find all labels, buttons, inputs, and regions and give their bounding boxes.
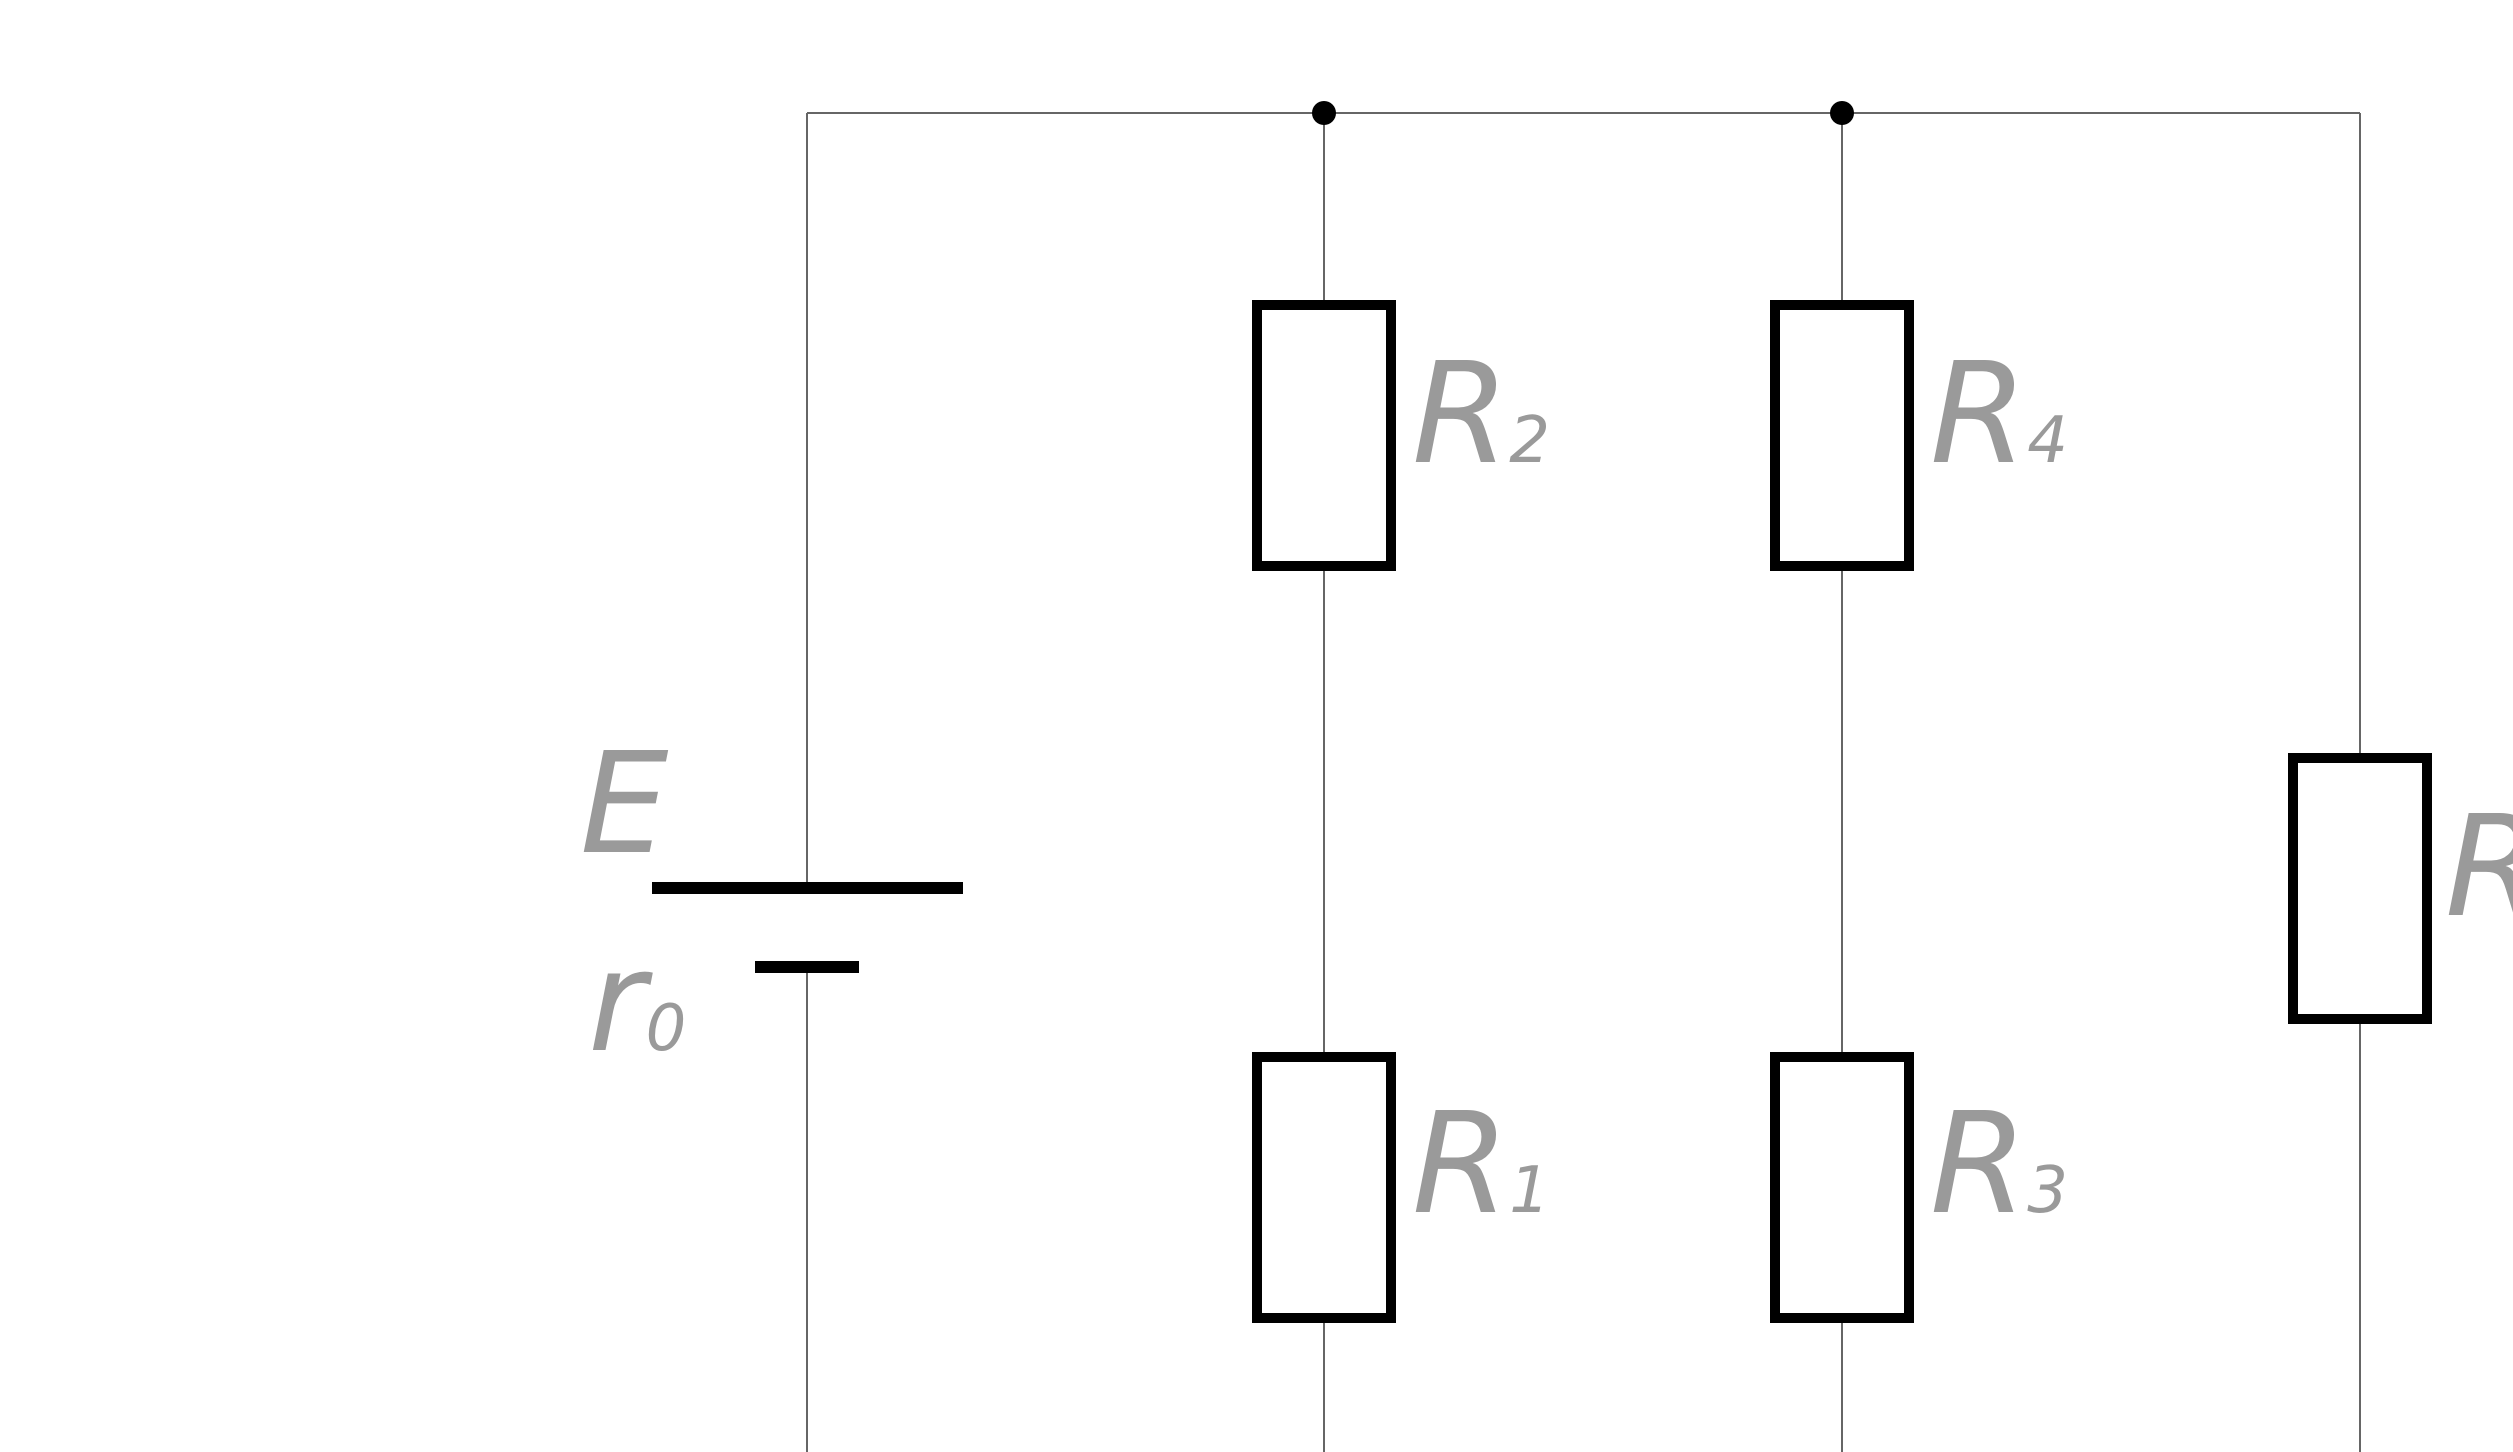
- resistor-r5-symbol: [2288, 753, 2432, 1024]
- resistor-r2-symbol: [1252, 300, 1396, 571]
- resistor-r5-letter: R: [2445, 786, 2513, 949]
- wires: [806, 112, 2361, 1452]
- internal-resistance-label: r0: [588, 921, 686, 1084]
- resistor-r4-symbol: [1770, 300, 1914, 571]
- resistor-r4-label: R4: [1930, 333, 2068, 496]
- junction-node-1: [1312, 101, 1336, 125]
- resistor-r3-letter: R: [1930, 1083, 2027, 1246]
- resistor-r4-letter: R: [1930, 333, 2027, 496]
- resistor-r2-label: R2: [1412, 333, 1550, 496]
- resistor-r1-symbol: [1252, 1052, 1396, 1323]
- internal-resistance-sub: 0: [646, 992, 687, 1066]
- resistor-r3-symbol: [1770, 1052, 1914, 1323]
- internal-resistance-letter: r: [588, 921, 653, 1084]
- junction-node-2: [1830, 101, 1854, 125]
- resistor-r1-label: R1: [1412, 1083, 1550, 1246]
- resistor-r4-sub: 4: [2027, 404, 2068, 478]
- resistor-r3-label: R3: [1930, 1083, 2068, 1246]
- resistor-r2-sub: 2: [1509, 404, 1550, 478]
- battery-source: [652, 882, 963, 973]
- emf-label: E: [580, 723, 669, 886]
- resistor-r1-letter: R: [1412, 1083, 1509, 1246]
- resistor-r2-letter: R: [1412, 333, 1509, 496]
- resistor-r3-sub: 3: [2027, 1154, 2068, 1228]
- resistor-r5-label: R: [2445, 786, 2513, 949]
- resistor-r1-sub: 1: [1509, 1154, 1550, 1228]
